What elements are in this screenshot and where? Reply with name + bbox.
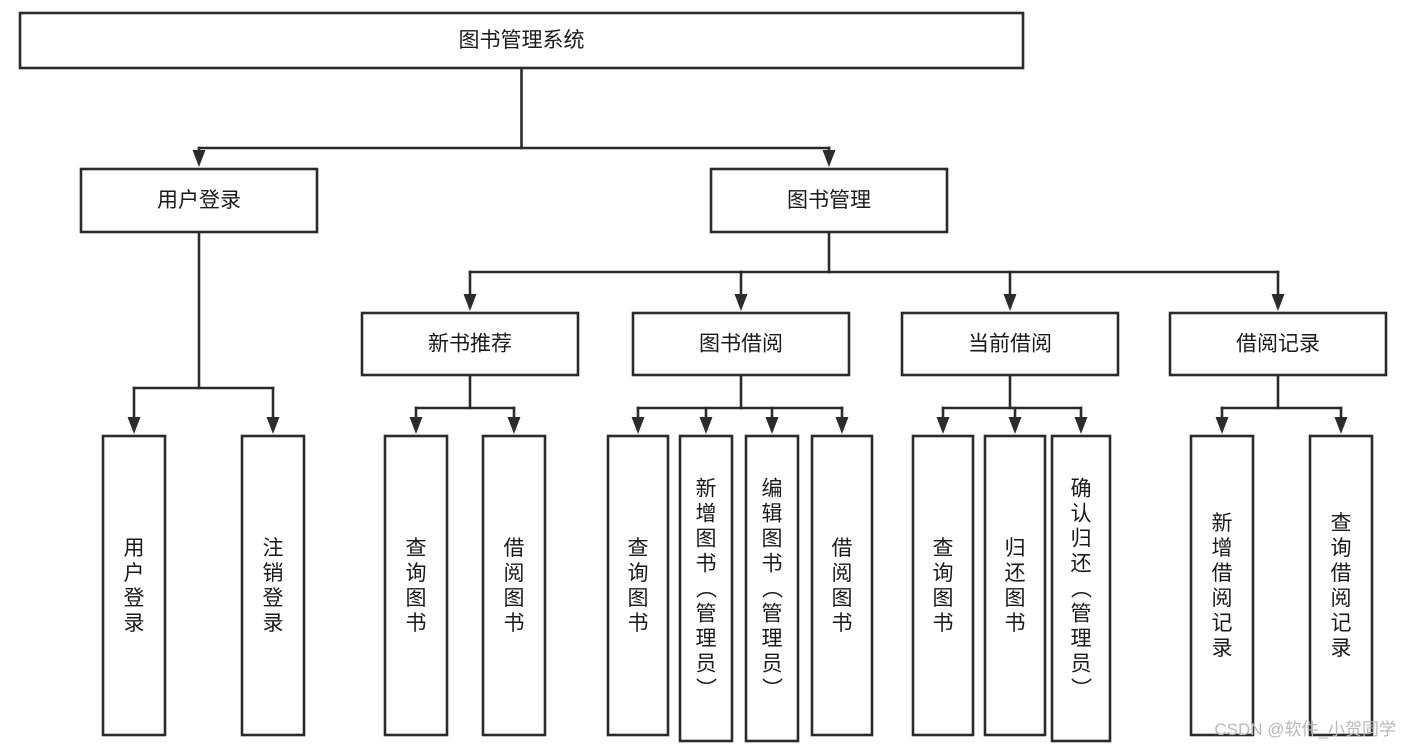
node-root[interactable]: 图书管理系统 — [18, 11, 1025, 70]
node-book-borrow[interactable]: 图书借阅 — [631, 311, 851, 377]
conn-user-login-arrow-1 — [266, 417, 280, 434]
node-leaf-query-borrow-record-label: 查询借阅记录 — [1331, 512, 1352, 660]
conn-book-manage-arrow-2 — [1003, 294, 1017, 311]
node-leaf-borrow-book-brw[interactable]: 借阅图书 — [810, 434, 874, 737]
node-leaf-borrow-book-rec-box — [481, 434, 547, 737]
node-leaf-query-book-rec-box — [383, 434, 449, 737]
node-current-borrow-box — [900, 311, 1120, 377]
conn-book-manage-arrow-1 — [734, 294, 748, 311]
conn-root-arrow-1 — [822, 150, 836, 167]
conn-book-borrow-arrow-3 — [835, 417, 849, 434]
conn-book-borrow-arrow-1 — [699, 417, 713, 434]
conn-root-arrow-0 — [192, 150, 206, 167]
node-user-login-label: 用户登录 — [157, 189, 241, 212]
node-leaf-add-book-admin-label: 新增图书（管理员） — [696, 478, 718, 701]
conn-current-borrow-arrow-1 — [1008, 417, 1022, 434]
node-leaf-add-book-admin-box — [678, 434, 734, 743]
node-book-borrow-box — [631, 311, 851, 377]
node-new-book-recommend[interactable]: 新书推荐 — [360, 311, 580, 377]
node-leaf-user-login[interactable]: 用户登录 — [101, 434, 167, 737]
connector-layer — [127, 66, 1348, 434]
node-leaf-user-login-label: 用户登录 — [124, 537, 145, 635]
conn-new-book-recommend-arrow-1 — [507, 417, 521, 434]
node-book-manage-label: 图书管理 — [787, 189, 871, 212]
node-leaf-query-book-brw-label: 查询图书 — [628, 537, 649, 635]
node-leaf-add-borrow-record-label: 新增借阅记录 — [1212, 512, 1233, 660]
node-book-manage-box — [709, 167, 949, 234]
node-leaf-query-book-cur-box — [911, 434, 975, 737]
node-leaf-query-book-cur-label: 查询图书 — [933, 537, 954, 635]
node-leaf-query-borrow-record[interactable]: 查询借阅记录 — [1308, 434, 1374, 737]
node-leaf-confirm-return-admin-box — [1050, 434, 1112, 743]
node-leaf-query-book-rec[interactable]: 查询图书 — [383, 434, 449, 737]
conn-book-borrow-arrow-0 — [631, 417, 645, 434]
node-user-login[interactable]: 用户登录 — [79, 167, 319, 234]
conn-new-book-recommend-arrow-0 — [409, 417, 423, 434]
csdn-watermark: CSDN @软件_小贺同学 — [1214, 720, 1396, 739]
conn-current-borrow-arrow-2 — [1074, 417, 1088, 434]
node-leaf-confirm-return-admin[interactable]: 确认归还（管理员） — [1050, 434, 1112, 743]
node-leaf-return-book-label: 归还图书 — [1005, 537, 1026, 635]
node-leaf-user-logout-box — [240, 434, 306, 737]
node-leaf-edit-book-admin[interactable]: 编辑图书（管理员） — [744, 434, 800, 743]
conn-book-borrow-arrow-2 — [765, 417, 779, 434]
node-new-book-recommend-box — [360, 311, 580, 377]
node-root-label: 图书管理系统 — [459, 29, 585, 52]
node-leaf-user-logout-label: 注销登录 — [263, 537, 284, 635]
node-book-manage[interactable]: 图书管理 — [709, 167, 949, 234]
node-leaf-edit-book-admin-box — [744, 434, 800, 743]
node-layer: 图书管理系统用户登录图书管理新书推荐图书借阅当前借阅借阅记录用户登录注销登录查询… — [18, 11, 1388, 743]
node-borrow-record-label: 借阅记录 — [1236, 333, 1320, 356]
node-leaf-add-borrow-record-box — [1189, 434, 1255, 737]
node-leaf-user-login-box — [101, 434, 167, 737]
node-leaf-user-logout[interactable]: 注销登录 — [240, 434, 306, 737]
node-leaf-add-borrow-record[interactable]: 新增借阅记录 — [1189, 434, 1255, 737]
node-leaf-query-book-cur[interactable]: 查询图书 — [911, 434, 975, 737]
node-book-borrow-label: 图书借阅 — [699, 333, 783, 356]
conn-borrow-record-arrow-0 — [1215, 417, 1229, 434]
node-borrow-record[interactable]: 借阅记录 — [1168, 311, 1388, 377]
node-borrow-record-box — [1168, 311, 1388, 377]
conn-book-manage-arrow-0 — [463, 294, 477, 311]
node-leaf-borrow-book-rec[interactable]: 借阅图书 — [481, 434, 547, 737]
node-leaf-borrow-book-brw-label: 借阅图书 — [832, 537, 853, 635]
node-root-box — [18, 11, 1025, 70]
node-leaf-add-book-admin[interactable]: 新增图书（管理员） — [678, 434, 734, 743]
conn-current-borrow-arrow-0 — [936, 417, 950, 434]
node-leaf-return-book-box — [983, 434, 1047, 737]
conn-borrow-record-arrow-1 — [1334, 417, 1348, 434]
conn-book-manage-arrow-3 — [1271, 294, 1285, 311]
node-leaf-borrow-book-brw-box — [810, 434, 874, 737]
node-leaf-edit-book-admin-label: 编辑图书（管理员） — [762, 478, 784, 701]
node-leaf-query-book-brw-box — [606, 434, 670, 737]
node-leaf-query-book-brw[interactable]: 查询图书 — [606, 434, 670, 737]
node-new-book-recommend-label: 新书推荐 — [428, 333, 512, 356]
node-leaf-return-book[interactable]: 归还图书 — [983, 434, 1047, 737]
node-current-borrow[interactable]: 当前借阅 — [900, 311, 1120, 377]
node-user-login-box — [79, 167, 319, 234]
node-leaf-borrow-book-rec-label: 借阅图书 — [504, 537, 525, 635]
node-leaf-query-book-rec-label: 查询图书 — [406, 537, 427, 635]
node-current-borrow-label: 当前借阅 — [968, 333, 1052, 356]
node-leaf-confirm-return-admin-label: 确认归还（管理员） — [1071, 478, 1093, 701]
conn-user-login-arrow-0 — [127, 417, 141, 434]
node-leaf-query-borrow-record-box — [1308, 434, 1374, 737]
